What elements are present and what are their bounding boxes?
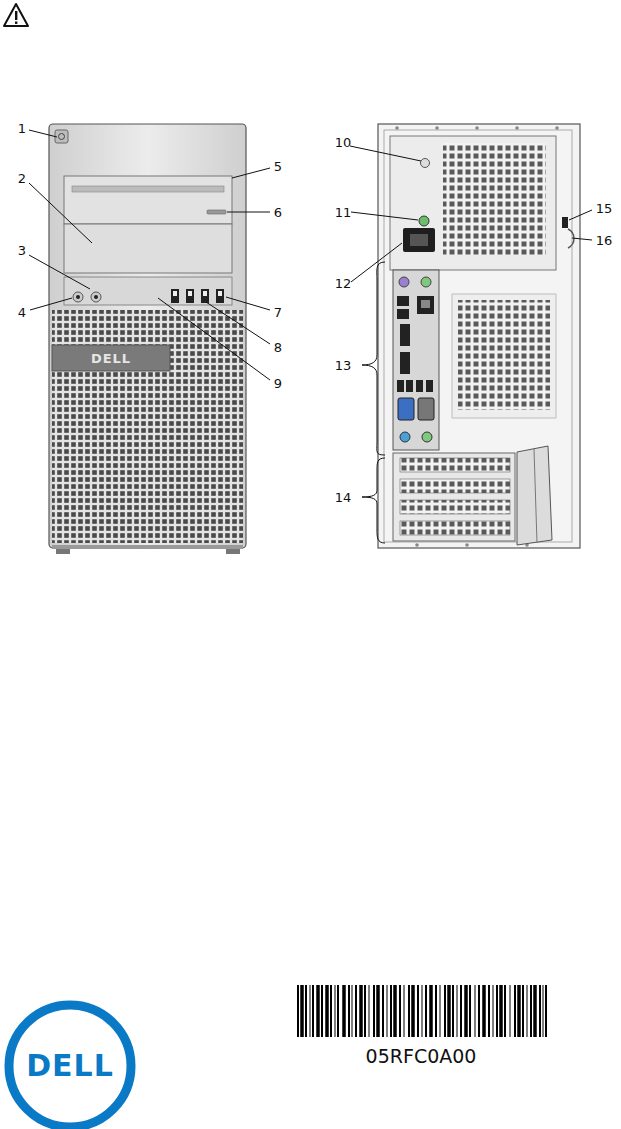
callout-number: 1: [18, 122, 26, 135]
brand-badge: DELL: [91, 352, 131, 365]
callout-number: 7: [274, 306, 282, 319]
callout-number: 14: [335, 491, 352, 504]
leader-line: [350, 146, 592, 543]
callout-number: 12: [335, 277, 352, 290]
callout-number: 5: [274, 160, 282, 173]
callout-number: 4: [18, 306, 26, 319]
barcode-text: 05RFC0A00: [366, 1047, 477, 1066]
warning-symbol: [4, 4, 28, 26]
callout-number: 2: [18, 172, 26, 185]
callout-number: 13: [335, 359, 352, 372]
front-view: [49, 124, 246, 554]
brand-logo: DELL: [26, 1051, 114, 1081]
logo-ring: [9, 1005, 131, 1127]
callout-number: 15: [596, 202, 613, 215]
callout-number: 16: [596, 234, 613, 247]
callout-number: 6: [274, 206, 282, 219]
callout-number: 11: [335, 206, 352, 219]
callout-number: 8: [274, 341, 282, 354]
callout-number: 3: [18, 244, 26, 257]
callout-number: 10: [335, 136, 352, 149]
leader-line: [29, 130, 270, 380]
barcode: [298, 985, 546, 1037]
callout-number: 9: [274, 377, 282, 390]
back-view: [378, 124, 580, 548]
